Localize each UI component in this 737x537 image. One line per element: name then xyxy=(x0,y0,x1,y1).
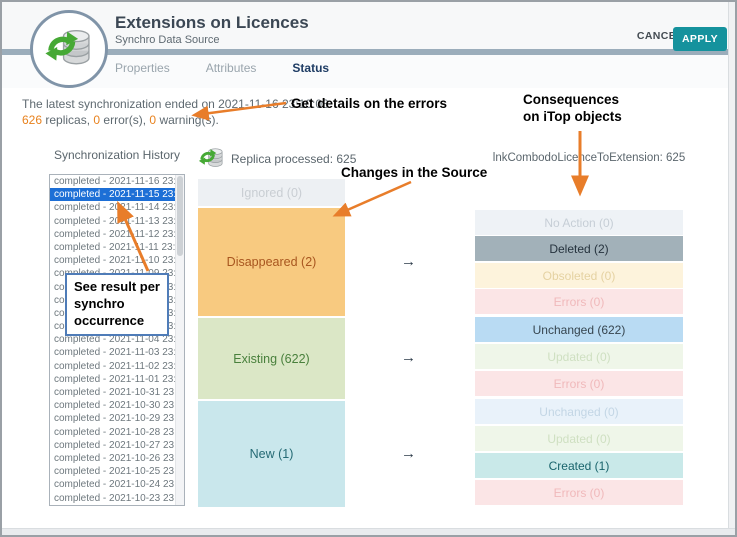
source-box-existing[interactable]: Existing (622) xyxy=(198,318,345,399)
tab-strip xyxy=(2,55,735,88)
consequence-row-unchanged[interactable]: Unchanged (622) xyxy=(475,317,683,342)
history-item[interactable]: completed - 2021-10-23 23:10:09 xyxy=(54,492,184,504)
page-scrollbar[interactable] xyxy=(728,2,735,535)
history-item[interactable]: completed - 2021-10-25 23:10:08 xyxy=(54,466,184,478)
history-item[interactable]: completed - 2021-11-03 23:10:08 xyxy=(54,347,184,359)
history-item[interactable]: completed - 2021-11-01 23:10:13 xyxy=(54,373,184,385)
flow-arrow-icon: → xyxy=(401,253,416,270)
history-item[interactable]: completed - 2021-11-15 23:10:09 xyxy=(50,188,184,202)
history-item[interactable]: completed - 2021-10-26 23:10:09 xyxy=(54,452,184,464)
bottom-gutter xyxy=(2,528,735,535)
history-item[interactable]: completed - 2021-10-28 23:10:08 xyxy=(54,426,184,438)
cancel-button[interactable]: CANCEL xyxy=(636,30,683,42)
annotation-get-details: Get details on the errors xyxy=(291,96,448,111)
errors-count: 0 xyxy=(93,113,101,127)
history-item[interactable]: completed - 2021-11-14 23:10:09 xyxy=(54,202,184,214)
history-item[interactable]: completed - 2021-11-13 23:10:13 xyxy=(54,215,184,227)
history-scrollbar-thumb[interactable] xyxy=(177,176,183,256)
tab-bar: Properties Attributes Status xyxy=(115,61,329,75)
consequence-row-unchanged[interactable]: Unchanged (0) xyxy=(475,399,683,424)
source-box-ignored[interactable]: Ignored (0) xyxy=(198,179,345,206)
history-item[interactable]: completed - 2021-10-31 23:10:09 xyxy=(54,387,184,398)
annotation-consequences-line1: Consequences xyxy=(523,92,620,107)
tab-attributes[interactable]: Attributes xyxy=(205,61,257,75)
consequence-row-errors[interactable]: Errors (0) xyxy=(475,371,683,396)
arrow-to-source-changes xyxy=(332,180,412,217)
flow-arrow-icon: → xyxy=(401,445,416,462)
history-item[interactable]: completed - 2021-10-27 23:10:09 xyxy=(54,439,184,451)
link-class-header: lnkCombodoLicenceToExtension: 625 xyxy=(492,152,686,164)
synchronization-history-list[interactable]: completed - 2021-11-16 23:10:08 complete… xyxy=(49,174,185,506)
consequence-row-errors[interactable]: Errors (0) xyxy=(475,289,683,314)
errors-label: error(s), xyxy=(100,113,150,127)
history-item[interactable]: completed - 2021-10-30 23:10:08 xyxy=(54,400,184,412)
flow-arrow-icon: → xyxy=(401,349,416,366)
replica-processed-label: Replica processed: 625 xyxy=(231,152,357,166)
history-item[interactable]: completed - 2021-11-02 23:10:08 xyxy=(54,360,184,372)
header-divider-bar xyxy=(2,49,735,55)
page-title: Extensions on Licences xyxy=(115,13,309,32)
consequence-row-errors[interactable]: Errors (0) xyxy=(475,480,683,505)
tab-properties[interactable]: Properties xyxy=(115,61,170,75)
warnings-label: warning(s). xyxy=(156,113,219,127)
history-item[interactable]: completed - 2021-11-04 23:10:09 xyxy=(54,334,184,346)
annotation-consequences-line2: on iTop objects xyxy=(523,109,622,124)
annotation-see-result-box: See result per synchro occurrence xyxy=(65,273,169,336)
consequence-row-no-action[interactable]: No Action (0) xyxy=(475,210,683,235)
history-item[interactable]: completed - 2021-11-10 23:10:08 xyxy=(54,255,184,267)
replica-synchro-icon xyxy=(196,142,227,178)
history-title: Synchronization History xyxy=(53,148,181,162)
consequence-row-created[interactable]: Created (1) xyxy=(475,453,683,478)
synchro-database-icon xyxy=(40,18,98,81)
history-item[interactable]: completed - 2021-10-29 23:10:09 xyxy=(54,413,184,425)
consequence-row-updated[interactable]: Updated (0) xyxy=(475,344,683,369)
source-box-new[interactable]: New (1) xyxy=(198,401,345,507)
annotation-changes-in-source: Changes in the Source xyxy=(341,165,488,180)
replicas-count: 626 xyxy=(22,113,43,127)
sync-summary-line2: 626 replicas, 0 error(s), 0 warning(s). xyxy=(22,113,219,127)
source-box-disappeared[interactable]: Disappeared (2) xyxy=(198,208,345,316)
consequence-row-obsoleted[interactable]: Obsoleted (0) xyxy=(475,263,683,288)
history-scrollbar[interactable] xyxy=(175,175,184,505)
apply-button[interactable]: APPLY xyxy=(672,27,727,51)
replicas-label: replicas, xyxy=(42,113,94,127)
consequence-row-updated[interactable]: Updated (0) xyxy=(475,426,683,451)
annotation-consequences: Consequences on iTop objects xyxy=(523,91,622,125)
consequence-row-deleted[interactable]: Deleted (2) xyxy=(475,236,683,261)
history-item[interactable]: completed - 2021-10-24 23:10:10 xyxy=(54,479,184,491)
tab-status[interactable]: Status xyxy=(292,61,330,75)
page-subtitle: Synchro Data Source xyxy=(115,34,220,46)
warnings-count: 0 xyxy=(149,113,157,127)
sync-summary-line1: The latest synchronization ended on 2021… xyxy=(22,97,329,111)
header-strip xyxy=(2,2,735,49)
history-item[interactable]: completed - 2021-11-11 23:10:08 xyxy=(54,241,184,253)
history-item[interactable]: completed - 2021-11-16 23:10:08 xyxy=(54,176,184,187)
history-item[interactable]: completed - 2021-11-12 23:10:09 xyxy=(54,228,184,240)
synchro-data-source-badge xyxy=(30,10,108,88)
